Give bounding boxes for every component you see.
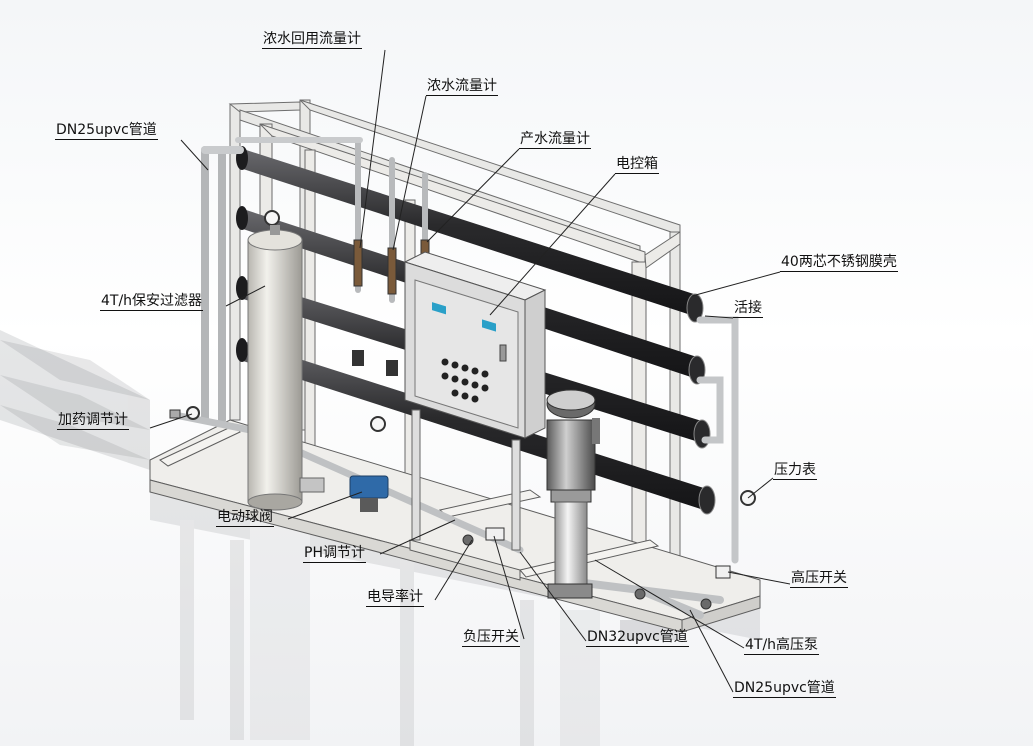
leader-membrane: [691, 271, 781, 297]
leader-product: [426, 148, 520, 243]
leader-conductivity: [434, 539, 473, 601]
label-product-flowmeter: 产水流量计: [519, 131, 591, 149]
leader-dn25-top: [180, 139, 209, 171]
label-conc-flowmeter: 浓水流量计: [426, 78, 498, 96]
control-box: [403, 251, 547, 551]
leader-lines: [149, 49, 791, 693]
leader-filter: [225, 285, 266, 307]
label-security-filter: 4T/h保安过滤器: [100, 293, 204, 311]
label-ph-meter: PH调节计: [303, 545, 366, 563]
label-control-box: 电控箱: [615, 156, 659, 174]
label-conductivity-meter: 电导率计: [366, 589, 424, 607]
leader-lp-switch: [493, 535, 525, 640]
leader-control: [489, 173, 616, 316]
leader-dn32: [519, 551, 587, 642]
high-pressure-pump: [546, 389, 600, 599]
leader-gauge: [747, 477, 774, 499]
label-conc-recycle-flowmeter: 浓水回用流量计: [262, 31, 362, 49]
leader-hp-pump: [594, 559, 745, 649]
leader-union: [704, 315, 734, 319]
label-dn32-pipe: DN32upvc管道: [586, 629, 689, 647]
floor-shadow-stripes: [0, 340, 150, 460]
label-dn25-pipe-bottom: DN25upvc管道: [733, 680, 836, 698]
label-union: 活接: [733, 300, 763, 318]
label-low-pressure-switch: 负压开关: [462, 629, 520, 647]
label-membrane-housing: 40两芯不锈钢膜壳: [780, 254, 898, 272]
leader-conc: [392, 95, 427, 251]
label-pressure-gauge: 压力表: [773, 462, 817, 480]
leader-dosing: [149, 413, 193, 429]
leader-conc-recycle: [359, 49, 386, 249]
security-filter-tank: [247, 225, 325, 511]
label-electric-ball-valve: 电动球阀: [216, 509, 274, 527]
label-high-pressure-switch: 高压开关: [790, 570, 848, 588]
leader-ball-valve: [287, 491, 363, 520]
leader-hp-switch: [727, 571, 791, 585]
label-hp-pump: 4T/h高压泵: [744, 637, 820, 655]
leader-ph: [379, 519, 456, 555]
leader-dn25-bottom: [689, 609, 734, 693]
instruments: [169, 409, 731, 610]
label-dosing-meter: 加药调节计: [57, 412, 129, 430]
label-dn25-pipe-top: DN25upvc管道: [55, 122, 158, 140]
